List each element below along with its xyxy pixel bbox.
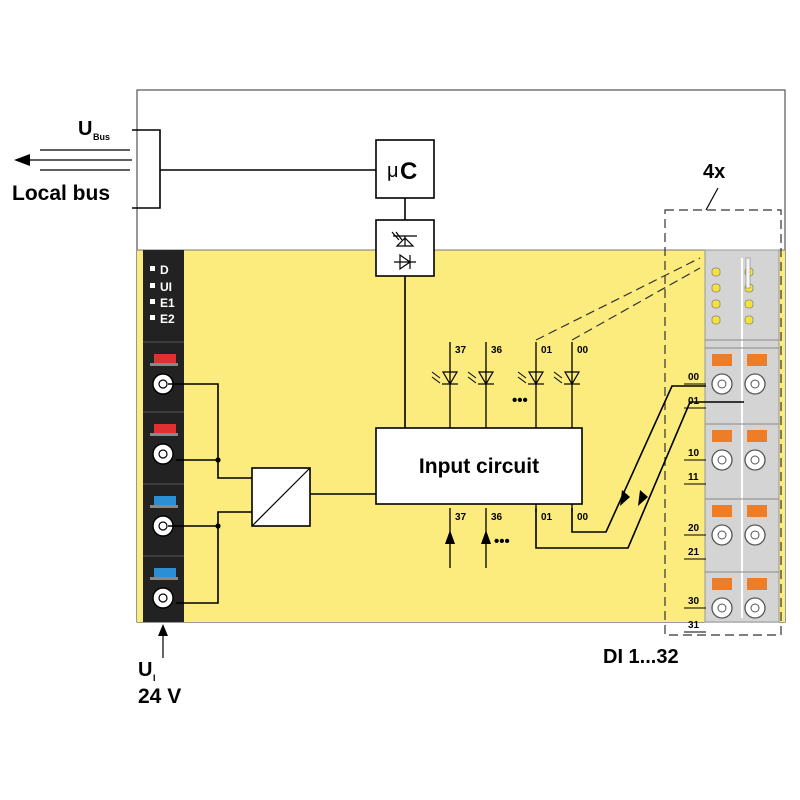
mu-symbol: μ [387, 160, 399, 182]
led-channel-number: 36 [491, 345, 503, 356]
arrow-up-icon [158, 624, 168, 636]
input-ellipsis: ••• [494, 533, 510, 550]
u-i-subscript: I [153, 673, 156, 683]
led-channel-number: 37 [455, 345, 467, 356]
terminal-number: 11 [688, 472, 699, 483]
led-ellipsis: ••• [512, 392, 528, 409]
status-led-ui: UI [160, 280, 172, 294]
di-range-label: DI 1...32 [603, 646, 679, 668]
supply-terminal [143, 483, 184, 537]
repeat-count-label: 4x [703, 161, 725, 183]
supply-wiring [168, 383, 252, 604]
input-channel-number: 37 [455, 512, 467, 523]
channel-led-row: 37 36 01 00 [431, 342, 589, 428]
terminal-led [744, 315, 754, 325]
terminal-number: 00 [688, 372, 700, 383]
input-circuit-label: Input circuit [419, 455, 539, 478]
repeat-group-box [664, 209, 782, 636]
led-channel-number: 00 [577, 345, 589, 356]
microcontroller-block [375, 139, 435, 199]
terminal-number: 21 [688, 547, 700, 558]
local-bus-label: Local bus [12, 182, 110, 205]
input-channel-number: 00 [577, 512, 589, 523]
terminal-number: 10 [688, 448, 700, 459]
led-channel-number: 01 [541, 345, 553, 356]
status-led-d: D [160, 263, 169, 277]
input-channel-number: 01 [541, 512, 553, 523]
channel-led: 37 [431, 342, 467, 428]
power-converter-block [251, 467, 311, 527]
channel-led: 01 [517, 342, 553, 428]
terminal-led [744, 299, 754, 309]
terminal-led [711, 299, 721, 309]
input-channel: 36 [481, 508, 503, 568]
u-i-label: U [138, 659, 152, 681]
supply-terminal [143, 555, 184, 609]
terminal-led [711, 315, 721, 325]
status-led-column: D UI E1 E2 [150, 263, 175, 326]
input-channel-number: 36 [491, 512, 503, 523]
terminal-led [711, 267, 721, 277]
terminal-number: 31 [688, 620, 700, 631]
terminal-connector: 10 11 [684, 423, 779, 485]
terminal-number: 20 [688, 523, 700, 534]
channel-input-row: 37 36 01 00 [445, 504, 589, 568]
u-bus-label: U [78, 118, 92, 140]
supply-terminal [143, 411, 184, 465]
input-wiring [535, 385, 744, 549]
terminal-led [711, 283, 721, 293]
u-bus-subscript: Bus [93, 132, 110, 142]
optocoupler-block [375, 219, 435, 277]
microcontroller-label: C [400, 158, 417, 185]
channel-led: 36 [467, 342, 503, 428]
voltage-label: 24 V [138, 685, 181, 708]
input-channel: 37 [445, 508, 467, 568]
terminal-connector: 30 31 [684, 571, 779, 633]
local-bus-connector [14, 129, 161, 209]
channel-led: 00 [553, 342, 589, 428]
input-circuit-block [375, 427, 583, 505]
status-led-e2: E2 [160, 312, 175, 326]
status-led-e1: E1 [160, 296, 175, 310]
terminal-number: 30 [688, 596, 700, 607]
